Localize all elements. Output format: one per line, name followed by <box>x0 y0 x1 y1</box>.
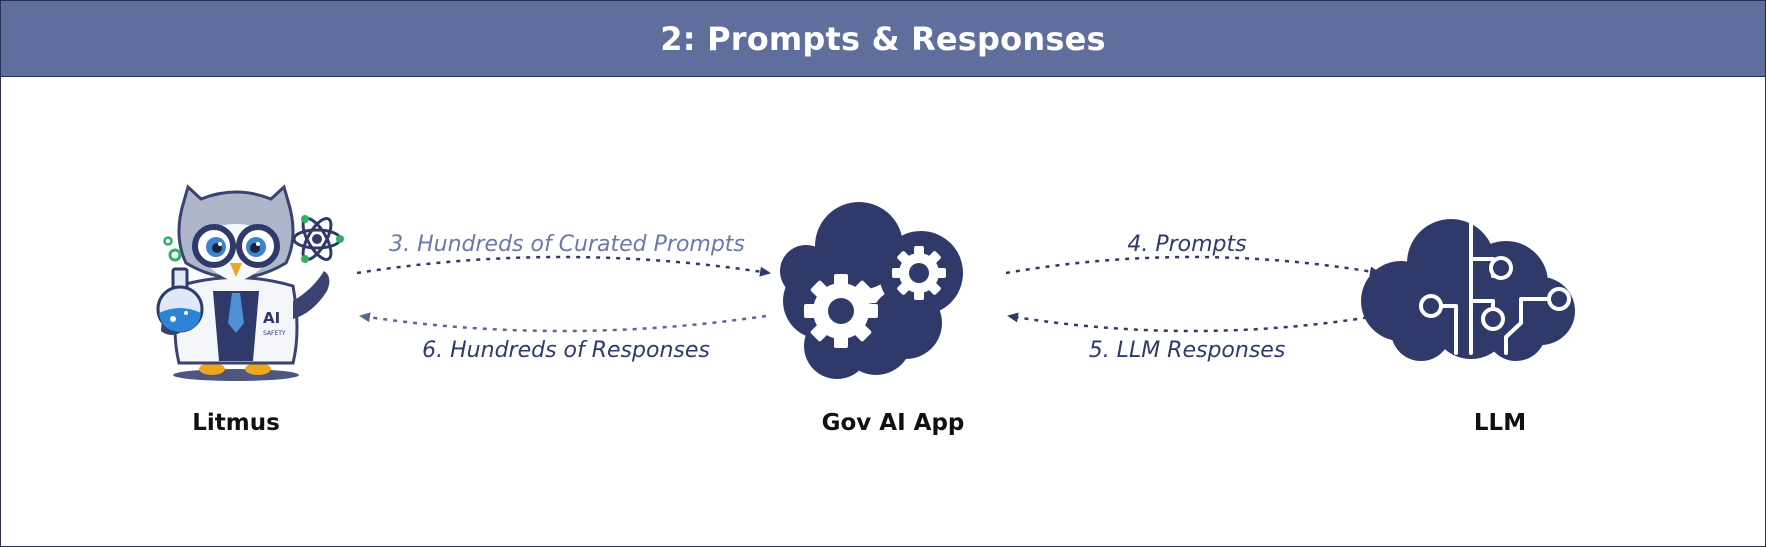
arrow-responses <box>359 312 767 333</box>
arrow-llm-responses <box>1007 312 1378 333</box>
label-curated-prompts: 3. Hundreds of Curated Prompts <box>389 232 745 257</box>
header-bar: 2: Prompts & Responses <box>1 1 1765 77</box>
arrow-prompts <box>1005 255 1381 277</box>
page-title: 2: Prompts & Responses <box>660 19 1106 58</box>
label-prompts: 4. Prompts <box>1127 232 1246 257</box>
node-label-gov-ai-app: Gov AI App <box>822 410 965 436</box>
owl-badge-subtext: SAFETY <box>263 330 286 337</box>
cloud-gears-icon <box>780 202 963 379</box>
atom-icon <box>292 215 344 263</box>
flask-icon <box>156 267 204 333</box>
brain-circuit-icon <box>1361 217 1575 361</box>
label-responses: 6. Hundreds of Responses <box>422 338 710 363</box>
node-label-litmus: Litmus <box>192 410 280 436</box>
owl-badge-text: AI <box>263 309 280 327</box>
label-llm-responses: 5. LLM Responses <box>1089 338 1286 363</box>
owl-mascot-icon: AI SAFETY <box>156 184 344 381</box>
arrow-curated-prompts <box>356 255 771 277</box>
node-label-llm: LLM <box>1474 410 1526 436</box>
